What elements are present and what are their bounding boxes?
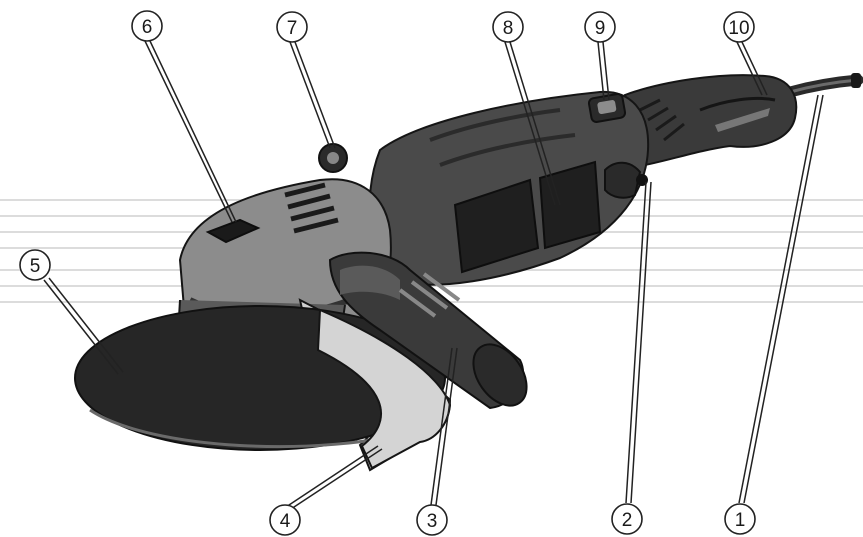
callout-2: 2: [611, 503, 643, 535]
callout-1-label: 1: [735, 510, 746, 531]
callout-9-label: 9: [595, 18, 606, 39]
callout-2-label: 2: [622, 510, 633, 531]
callout-6-label: 6: [142, 17, 153, 38]
callout-3: 3: [416, 504, 448, 536]
callout-3-label: 3: [427, 511, 438, 532]
callout-10: 10: [723, 11, 755, 43]
rear-handle: [623, 74, 798, 167]
callout-8: 8: [492, 11, 524, 43]
callout-10-label: 10: [728, 18, 749, 39]
callout-7-label: 7: [287, 18, 298, 39]
power-cord: [784, 73, 863, 98]
callout-5-label: 5: [30, 256, 41, 277]
callout-8-label: 8: [503, 18, 514, 39]
side-handle: [328, 251, 528, 410]
guard-front: [316, 308, 452, 470]
callout-7: 7: [276, 11, 308, 43]
callout-1: 1: [724, 503, 756, 535]
callout-6: 6: [131, 10, 163, 42]
callout-5: 5: [19, 249, 51, 281]
callout-9: 9: [584, 11, 616, 43]
callout-4-label: 4: [280, 511, 291, 532]
leader-lines: [43, 40, 824, 510]
callout-4: 4: [269, 504, 301, 536]
motor-housing: [368, 90, 650, 286]
